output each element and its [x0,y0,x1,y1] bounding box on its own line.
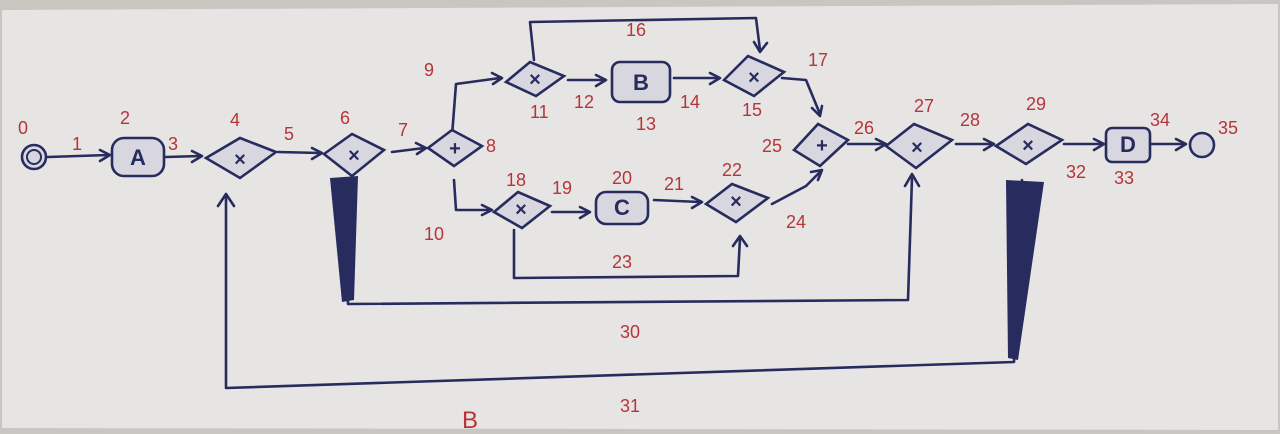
num-6: 6 [340,108,350,128]
edge-10 [452,178,492,212]
task-b [610,60,672,104]
num-5: 5 [284,124,294,144]
num-34: 34 [1150,110,1170,130]
scribble-right [1006,180,1044,360]
num-16: 16 [626,20,646,40]
edge-21 [652,198,702,204]
task-a [110,136,166,178]
gateway-22-symbol: × [730,191,742,213]
num-2: 2 [120,108,130,128]
num-4: 4 [230,110,240,130]
num-19: 19 [552,178,572,198]
gateway-15 [721,54,787,98]
num-28: 28 [960,110,980,130]
number-labels: 0 1 2 3 4 5 6 7 8 9 10 11 12 13 14 15 16… [18,20,1238,434]
caption-b: B [462,407,478,434]
gateway-15-symbol: × [748,67,760,89]
gateway-29-symbol: × [1022,135,1034,157]
num-30: 30 [620,322,640,342]
num-8: 8 [486,136,496,156]
num-10: 10 [424,224,444,244]
edge-23 [512,228,742,280]
gateway-11 [503,60,567,98]
num-24: 24 [786,212,806,232]
task-b-label: B [633,70,649,95]
gateway-6-symbol: × [348,145,360,167]
num-22: 22 [722,160,742,180]
edge-7 [390,146,426,154]
end-event [1188,131,1216,159]
edge-24 [770,170,822,206]
num-9: 9 [424,60,434,80]
gateway-8-symbol: + [449,138,461,160]
num-12: 12 [574,92,594,112]
task-c-label: C [614,195,630,220]
gateway-4 [203,136,279,180]
num-35: 35 [1218,118,1238,138]
edge-16 [528,16,762,62]
num-21: 21 [664,174,684,194]
gateway-18-symbol: × [515,199,527,221]
num-32: 32 [1066,162,1086,182]
num-1: 1 [72,134,82,154]
gateway-18 [491,190,553,230]
edge-1 [46,153,110,159]
num-29: 29 [1026,94,1046,114]
num-7: 7 [398,120,408,140]
edge-9 [450,76,502,138]
num-33: 33 [1114,168,1134,188]
task-c [594,190,650,226]
num-20: 20 [612,168,632,188]
num-15: 15 [742,100,762,120]
num-11: 11 [530,102,549,122]
gateway-22 [703,182,771,224]
start-event [20,143,48,171]
gateway-27-symbol: × [911,137,923,159]
task-d-label: D [1120,132,1136,157]
gateway-11-symbol: × [529,69,541,91]
task-d [1104,126,1152,164]
edge-3 [164,154,202,159]
edge-5 [276,150,322,155]
num-31: 31 [620,396,640,416]
num-26: 26 [854,118,874,138]
num-0: 0 [18,118,28,138]
num-3: 3 [168,134,178,154]
num-13: 13 [636,114,656,134]
gateway-8 [425,128,485,168]
gateway-25 [791,122,851,168]
gateway-25-symbol: + [816,135,828,157]
gateway-27 [883,122,955,170]
num-27: 27 [914,96,934,116]
task-a-label: A [130,145,146,170]
num-17: 17 [808,50,828,70]
num-25: 25 [762,136,782,156]
gateway-4-symbol: × [234,149,246,171]
gateway-29 [993,122,1065,166]
nodes: A × × + × B × × C × + × [20,54,1216,230]
edge-17 [780,76,822,116]
num-18: 18 [506,170,526,190]
gateway-6 [321,132,387,178]
num-23: 23 [612,252,632,272]
num-14: 14 [680,92,700,112]
scribble-left [330,176,358,302]
